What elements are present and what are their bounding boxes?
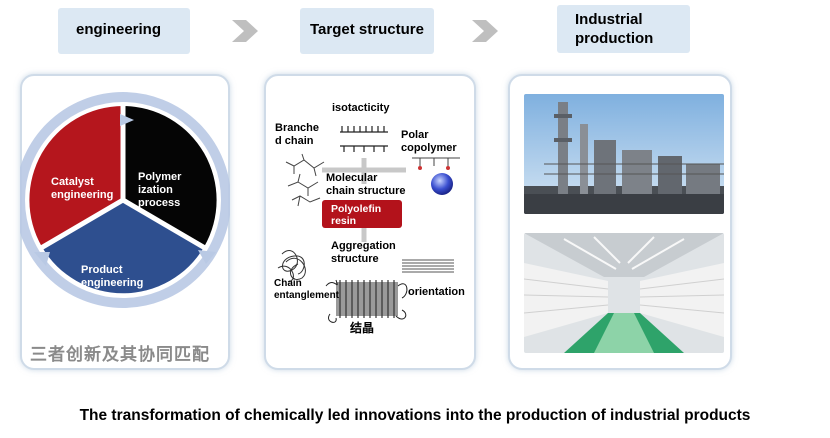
label-crystal: 结晶: [350, 321, 375, 335]
label-catalyst: Catalyst engineering: [51, 176, 114, 201]
header-industrial-line2: production: [575, 30, 654, 47]
cycle-arrowhead: [120, 114, 134, 126]
cycle-arrowhead: [34, 252, 50, 266]
header-target-structure-label: Target structure: [310, 21, 424, 38]
factory-photo: [524, 94, 724, 214]
header-engineering: engineering: [58, 8, 190, 54]
label-polar-copolymer: Polar copolymer: [401, 129, 457, 154]
cycle-arrowhead: [198, 250, 216, 264]
structure-graphics: [277, 126, 460, 323]
warehouse-photo: [524, 233, 724, 353]
chinese-caption: 三者创新及其协同匹配: [30, 345, 210, 365]
engineering-cycle-diagram: [20, 92, 230, 308]
label-orientation: orientation: [408, 286, 465, 298]
header-target-structure: Target structure: [300, 8, 434, 54]
label-molecular-chain: Molecular chain structure: [326, 172, 406, 197]
label-isotacticity: isotacticity: [332, 102, 390, 114]
polyolefin-resin-box: [322, 200, 402, 228]
header-industrial-production: Industrial production: [557, 5, 690, 53]
header-industrial-line1: Industrial: [575, 11, 643, 28]
label-polyolefin-resin: Polyolefin resin: [331, 203, 382, 227]
label-branched-chain: Branche d chain: [275, 122, 320, 147]
label-product: Product engineering: [81, 264, 144, 289]
label-polymerization: Polymer ization process: [138, 171, 182, 209]
figure-caption: The transformation of chemically led inn…: [79, 407, 751, 424]
label-chain-entanglement: Chain entanglement: [274, 278, 340, 301]
label-aggregation: Aggregation structure: [331, 240, 396, 265]
polar-sphere: [431, 173, 453, 195]
crystal-structure: [325, 279, 408, 323]
header-engineering-label: engineering: [76, 21, 162, 38]
